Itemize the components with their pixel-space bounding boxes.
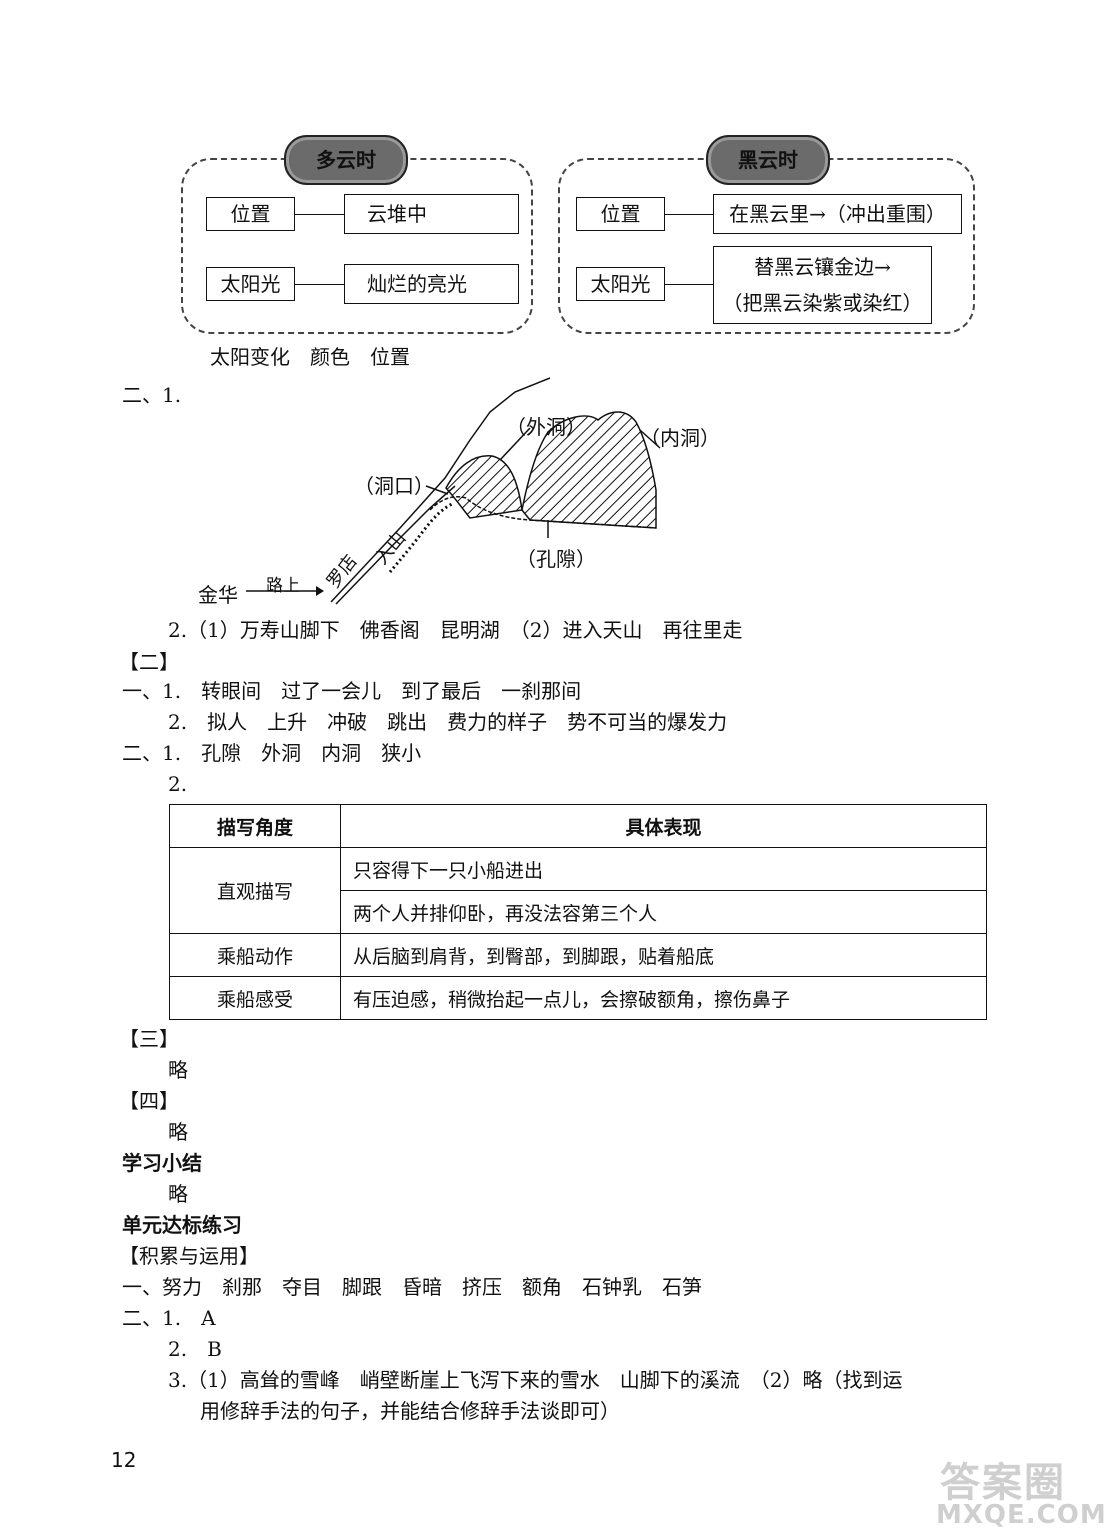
connector <box>295 214 344 215</box>
table-cell-detail: 只容得下一只小船进出 <box>340 847 987 891</box>
answer-omitted: 略 <box>168 1182 188 1206</box>
label-inner-cave: （内洞） <box>640 426 720 450</box>
left-sunlight-label: 太阳光 <box>206 267 295 301</box>
left-sunlight-value: 灿烂的亮光 <box>344 264 519 304</box>
u-q1: 一、努力 刹那 夺目 脚跟 昏暗 挤压 额角 石钟乳 石笋 <box>122 1275 702 1299</box>
right-sunlight-label: 太阳光 <box>576 267 665 301</box>
answer-omitted: 略 <box>168 1058 188 1082</box>
sun-change-line: 太阳变化 颜色 位置 <box>210 345 410 369</box>
diagram-right-title: 黑云时 <box>706 135 830 185</box>
label-road: 路上 <box>266 576 300 596</box>
table-cell-angle: 乘船动作 <box>169 933 341 977</box>
section-2-heading: 【二】 <box>119 650 179 674</box>
river-dots <box>388 502 453 573</box>
left-position-value: 云堆中 <box>344 194 519 234</box>
cave-diagram <box>246 377 661 605</box>
watermark-url: MXQE.COM <box>936 1500 1107 1530</box>
summary-heading: 学习小结 <box>122 1151 202 1175</box>
table-cell-detail: 从后脑到肩背，到臀部，到脚跟，贴着船底 <box>340 933 987 977</box>
u-q2-1: 二、1. A <box>122 1306 216 1330</box>
left-position-label: 位置 <box>206 197 295 231</box>
connector <box>665 284 713 285</box>
description-table: 描写角度 具体表现 直观描写 只容得下一只小船进出 两个人并排仰卧，再没法容第三… <box>169 804 987 1020</box>
label-outer-cave: （外洞） <box>506 415 586 439</box>
table-cell-detail: 有压迫感，稍微抬起一点儿，会擦破额角，擦伤鼻子 <box>340 976 987 1020</box>
connector <box>665 214 713 215</box>
answer-omitted: 略 <box>168 1120 188 1144</box>
s2-q2-2: 2. <box>168 772 188 796</box>
mountain-slope <box>335 485 456 605</box>
u-q2-3-line2: 用修辞手法的句子，并能结合修辞手法谈即可） <box>200 1399 620 1423</box>
right-position-value: 在黑云里→（冲出重围） <box>713 194 962 234</box>
inner-cave-shape <box>521 411 657 529</box>
accumulation-heading: 【积累与运用】 <box>119 1244 259 1268</box>
s2-q1-1: 一、1. 转眼间 过了一会儿 到了最后 一刹那间 <box>122 679 582 703</box>
right-sunlight-value-line1: 替黑云镶金边→ <box>754 255 891 279</box>
passage-line <box>429 496 657 529</box>
right-sunlight-value: 替黑云镶金边→ （把黑云染紫或染红） <box>713 246 932 324</box>
mountain-outline <box>330 377 551 603</box>
label-gap: （孔隙） <box>516 547 596 571</box>
right-sunlight-value-line2: （把黑云染紫或染红） <box>722 291 923 315</box>
label-jinhua: 金华 <box>198 583 238 607</box>
q2-1-label: 二、1. <box>122 383 182 407</box>
diagram-left-title: 多云时 <box>284 135 408 185</box>
connector <box>295 284 344 285</box>
table-header-detail: 具体表现 <box>340 804 987 848</box>
watermark-logo: 答案圈 <box>940 1460 1066 1506</box>
u-q2-3-line1: 3.（1）高耸的雪峰 峭壁断崖上飞泻下来的雪水 山脚下的溪流 （2）略（找到运 <box>168 1368 903 1392</box>
s2-q1-2: 2. 拟人 上升 冲破 跳出 费力的样子 势不可当的爆发力 <box>168 710 728 734</box>
table-cell-angle: 乘船感受 <box>169 976 341 1020</box>
u-q2-2: 2. B <box>168 1337 222 1361</box>
section-3-heading: 【三】 <box>119 1027 179 1051</box>
page-number: 12 <box>111 1448 137 1472</box>
table-cell-detail: 两个人并排仰卧，再没法容第三个人 <box>340 890 987 934</box>
outer-cave-shape <box>445 455 523 519</box>
table-cell-angle: 直观描写 <box>169 847 341 934</box>
right-position-label: 位置 <box>576 197 665 231</box>
s2-q2-1: 二、1. 孔隙 外洞 内洞 狭小 <box>122 741 422 765</box>
table-header-angle: 描写角度 <box>169 804 341 848</box>
unit-practice-heading: 单元达标练习 <box>122 1213 242 1237</box>
section-4-heading: 【四】 <box>119 1089 179 1113</box>
q2-2: 2.（1）万寿山脚下 佛香阁 昆明湖 （2）进入天山 再往里走 <box>168 618 743 642</box>
label-cave-mouth: （洞口） <box>354 474 434 498</box>
